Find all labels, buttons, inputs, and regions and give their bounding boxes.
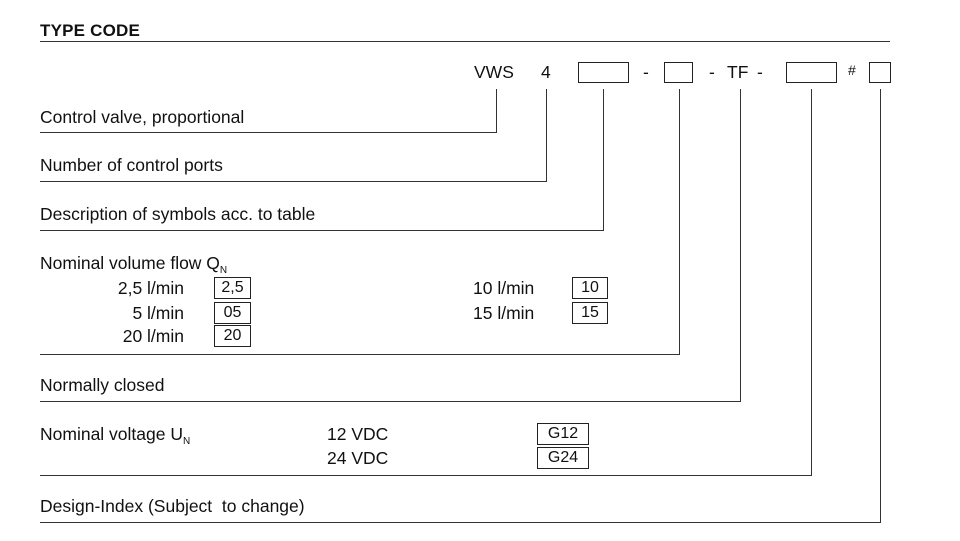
page-title: TYPE CODE xyxy=(40,21,141,40)
flow-code-2-5: 2,5 xyxy=(214,277,251,299)
rule-control-valve xyxy=(40,132,497,133)
rule-design-index xyxy=(40,522,881,523)
connector-normally-closed xyxy=(740,89,741,401)
label-flow: Nominal volume flow QN xyxy=(40,253,227,276)
voltage-label-12: 12 VDC xyxy=(327,424,389,444)
code-separator-1: - xyxy=(643,62,649,82)
code-design-box xyxy=(869,62,891,83)
title-underline xyxy=(40,41,890,42)
flow-code-15: 15 xyxy=(572,302,608,324)
code-hash: # xyxy=(848,62,856,78)
flow-code-20: 20 xyxy=(214,325,251,347)
connector-design-index xyxy=(880,89,881,523)
code-symbol-box xyxy=(578,62,629,83)
voltage-code-12: G12 xyxy=(537,423,589,445)
label-control-valve: Control valve, proportional xyxy=(40,107,245,127)
flow-label-5: 5 l/min xyxy=(132,303,184,323)
connector-voltage xyxy=(811,89,812,475)
code-flow-box xyxy=(664,62,693,83)
connector-control-valve xyxy=(496,89,497,132)
voltage-label-24: 24 VDC xyxy=(327,448,389,468)
flow-label-15: 15 l/min xyxy=(473,303,535,323)
flow-code-5: 05 xyxy=(214,302,251,324)
flow-label-10: 10 l/min xyxy=(473,278,535,298)
code-voltage-box xyxy=(786,62,837,83)
code-tf: TF xyxy=(727,62,749,82)
label-flow-sub: N xyxy=(219,265,228,276)
flow-label-2-5: 2,5 l/min xyxy=(117,278,184,298)
rule-normally-closed xyxy=(40,401,741,402)
label-voltage: Nominal voltage UN xyxy=(40,424,190,447)
connector-symbols xyxy=(603,89,604,230)
label-voltage-text: Nominal voltage U xyxy=(40,424,183,444)
code-ports: 4 xyxy=(541,62,551,82)
label-design-index: Design-Index (Subject to change) xyxy=(40,496,305,516)
flow-code-10: 10 xyxy=(572,277,608,299)
rule-flow xyxy=(40,354,680,355)
label-flow-text: Nominal volume flow Q xyxy=(40,253,220,273)
label-normally-closed: Normally closed xyxy=(40,375,165,395)
rule-voltage xyxy=(40,475,812,476)
code-prefix: VWS xyxy=(474,62,514,82)
label-voltage-sub: N xyxy=(182,436,191,447)
rule-symbols xyxy=(40,230,604,231)
label-control-ports: Number of control ports xyxy=(40,155,223,175)
connector-control-ports xyxy=(546,89,547,181)
connector-flow xyxy=(679,89,680,354)
voltage-code-24: G24 xyxy=(537,447,589,469)
label-symbols: Description of symbols acc. to table xyxy=(40,204,316,224)
code-separator-2: - xyxy=(709,62,715,82)
flow-label-20: 20 l/min xyxy=(122,326,184,346)
code-separator-3: - xyxy=(757,62,763,82)
rule-control-ports xyxy=(40,181,547,182)
